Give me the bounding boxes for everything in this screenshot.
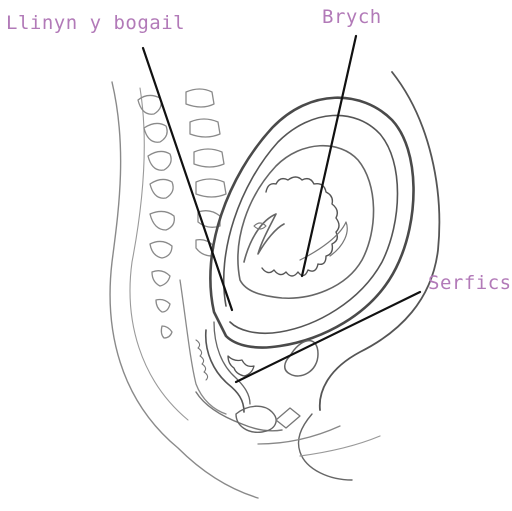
abdomen-outline: [320, 72, 440, 410]
label-placenta: Brych: [322, 6, 382, 28]
label-umbilical-cord: Llinyn y bogail: [6, 12, 185, 34]
label-cervix: Serfics: [428, 272, 512, 294]
lower-belly-outline: [299, 414, 353, 480]
sacrum-outline: [180, 280, 226, 414]
leader-line-placenta: [302, 36, 356, 276]
umbilical-cord: [244, 214, 284, 262]
placenta: [262, 177, 339, 276]
inner-back-outline: [130, 88, 188, 420]
pubic-bone: [276, 408, 300, 428]
cervix-shape: [228, 356, 254, 376]
bladder: [285, 341, 318, 376]
leg-outline-lower: [300, 436, 380, 456]
back-outline: [110, 82, 258, 498]
leader-lines: [143, 36, 420, 382]
leader-line-cervix: [236, 292, 420, 382]
